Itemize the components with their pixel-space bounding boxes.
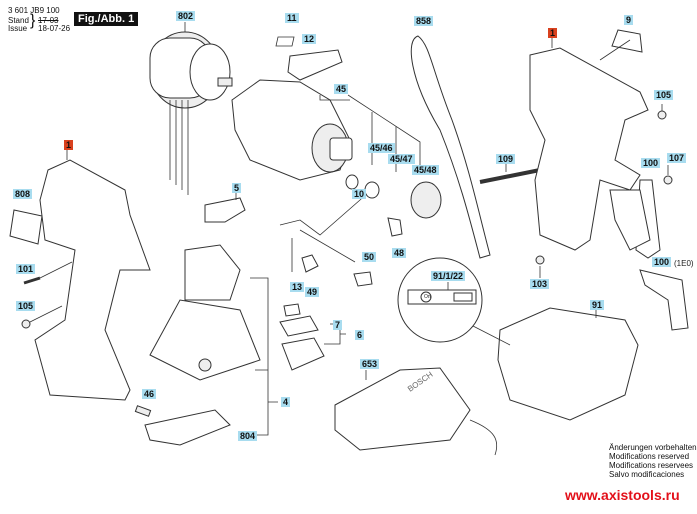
battery-level-icon bbox=[453, 292, 473, 302]
label-100-1e0: 100 bbox=[652, 257, 672, 267]
document-number: 3 601 JB9 100 bbox=[8, 6, 60, 15]
stand-value: 17-03 bbox=[38, 16, 59, 25]
note-fr: Modifications reservees bbox=[609, 461, 694, 470]
label-105-left: 105 bbox=[16, 301, 36, 311]
label-100: 100 bbox=[641, 158, 661, 168]
modification-notes: Änderungen vorbehalten Modifications res… bbox=[609, 443, 697, 479]
label-46: 46 bbox=[142, 389, 157, 399]
spring-45-48 bbox=[410, 181, 442, 219]
switch-module bbox=[184, 244, 241, 301]
label-109: 109 bbox=[496, 154, 516, 164]
label-1-right: 1 bbox=[548, 28, 558, 38]
label-91: 91 bbox=[590, 300, 605, 310]
part-50 bbox=[353, 271, 373, 287]
label-10: 10 bbox=[352, 189, 367, 199]
label-45: 45 bbox=[334, 84, 349, 94]
screw-101 bbox=[23, 276, 41, 285]
website-link[interactable]: www.axistools.ru bbox=[565, 487, 680, 503]
label-802: 802 bbox=[176, 11, 196, 21]
charger-653 bbox=[334, 367, 471, 451]
cover-12 bbox=[287, 49, 343, 81]
label-105-right: 105 bbox=[654, 90, 674, 100]
part-48 bbox=[387, 217, 403, 237]
label-1-left: 1 bbox=[64, 140, 74, 150]
housing-half-left bbox=[34, 159, 151, 401]
note-en: Modifications reserved bbox=[609, 452, 690, 461]
screw-105-left bbox=[21, 319, 31, 329]
label-7: 7 bbox=[333, 320, 343, 330]
ring-45-46 bbox=[345, 174, 359, 190]
label-4: 4 bbox=[281, 397, 291, 407]
label-12: 12 bbox=[302, 34, 317, 44]
label-9 bbox=[611, 29, 643, 53]
label-9: 9 bbox=[624, 15, 634, 25]
label-91-1-22: 91/1/22 bbox=[431, 271, 466, 281]
issue-value: 18-07-26 bbox=[38, 24, 71, 33]
screw-107 bbox=[663, 175, 673, 185]
switch-cover-5 bbox=[204, 197, 246, 223]
figure-label: Fig./Abb. 1 bbox=[74, 12, 139, 26]
motor-802 bbox=[149, 22, 233, 195]
label-45-48: 45/48 bbox=[412, 165, 439, 175]
issue-label: Issue bbox=[8, 24, 28, 33]
gearbox-housing bbox=[231, 79, 353, 181]
part-13 bbox=[283, 303, 301, 317]
note-es: Salvo modificaciones bbox=[609, 470, 685, 479]
bit-109 bbox=[479, 168, 541, 184]
clip-11 bbox=[275, 36, 295, 47]
label-49: 49 bbox=[305, 287, 320, 297]
electronics-base bbox=[149, 299, 261, 381]
label-11: 11 bbox=[285, 13, 299, 23]
note-de: Änderungen vorbehalten bbox=[609, 443, 697, 452]
belt-clip-858 bbox=[410, 35, 491, 259]
label-804: 804 bbox=[238, 431, 258, 441]
label-13: 13 bbox=[290, 282, 305, 292]
label-45-47: 45/47 bbox=[388, 154, 415, 164]
label-50: 50 bbox=[362, 252, 377, 262]
label-5: 5 bbox=[232, 183, 242, 193]
spring-46 bbox=[134, 405, 152, 417]
cable-10 bbox=[279, 194, 366, 272]
battery-latch-804 bbox=[144, 409, 231, 446]
brace: } bbox=[30, 12, 36, 29]
label-653: 653 bbox=[360, 359, 380, 369]
variant-note-1e0: (1E0) bbox=[674, 259, 694, 268]
nut-103 bbox=[535, 255, 545, 265]
stand-label: Stand bbox=[8, 16, 29, 25]
label-808 bbox=[9, 209, 43, 245]
on-button-text: On bbox=[424, 294, 431, 300]
part-49 bbox=[301, 254, 319, 273]
label-103: 103 bbox=[530, 279, 550, 289]
housing-half-right bbox=[529, 47, 649, 251]
label-48: 48 bbox=[392, 248, 407, 258]
label-101: 101 bbox=[16, 264, 36, 274]
label-6: 6 bbox=[355, 330, 365, 340]
on-button-icon bbox=[420, 291, 432, 303]
label-858: 858 bbox=[414, 16, 434, 26]
screw-105-right bbox=[657, 110, 667, 120]
ring-45-47 bbox=[364, 181, 380, 199]
switch-panel-6 bbox=[281, 337, 325, 371]
label-107: 107 bbox=[667, 153, 687, 163]
battery-91 bbox=[497, 307, 639, 421]
label-45-46: 45/46 bbox=[368, 143, 395, 153]
belt-clip-100-1e0 bbox=[639, 269, 689, 331]
label-808: 808 bbox=[13, 189, 33, 199]
membrane-7 bbox=[279, 315, 319, 337]
